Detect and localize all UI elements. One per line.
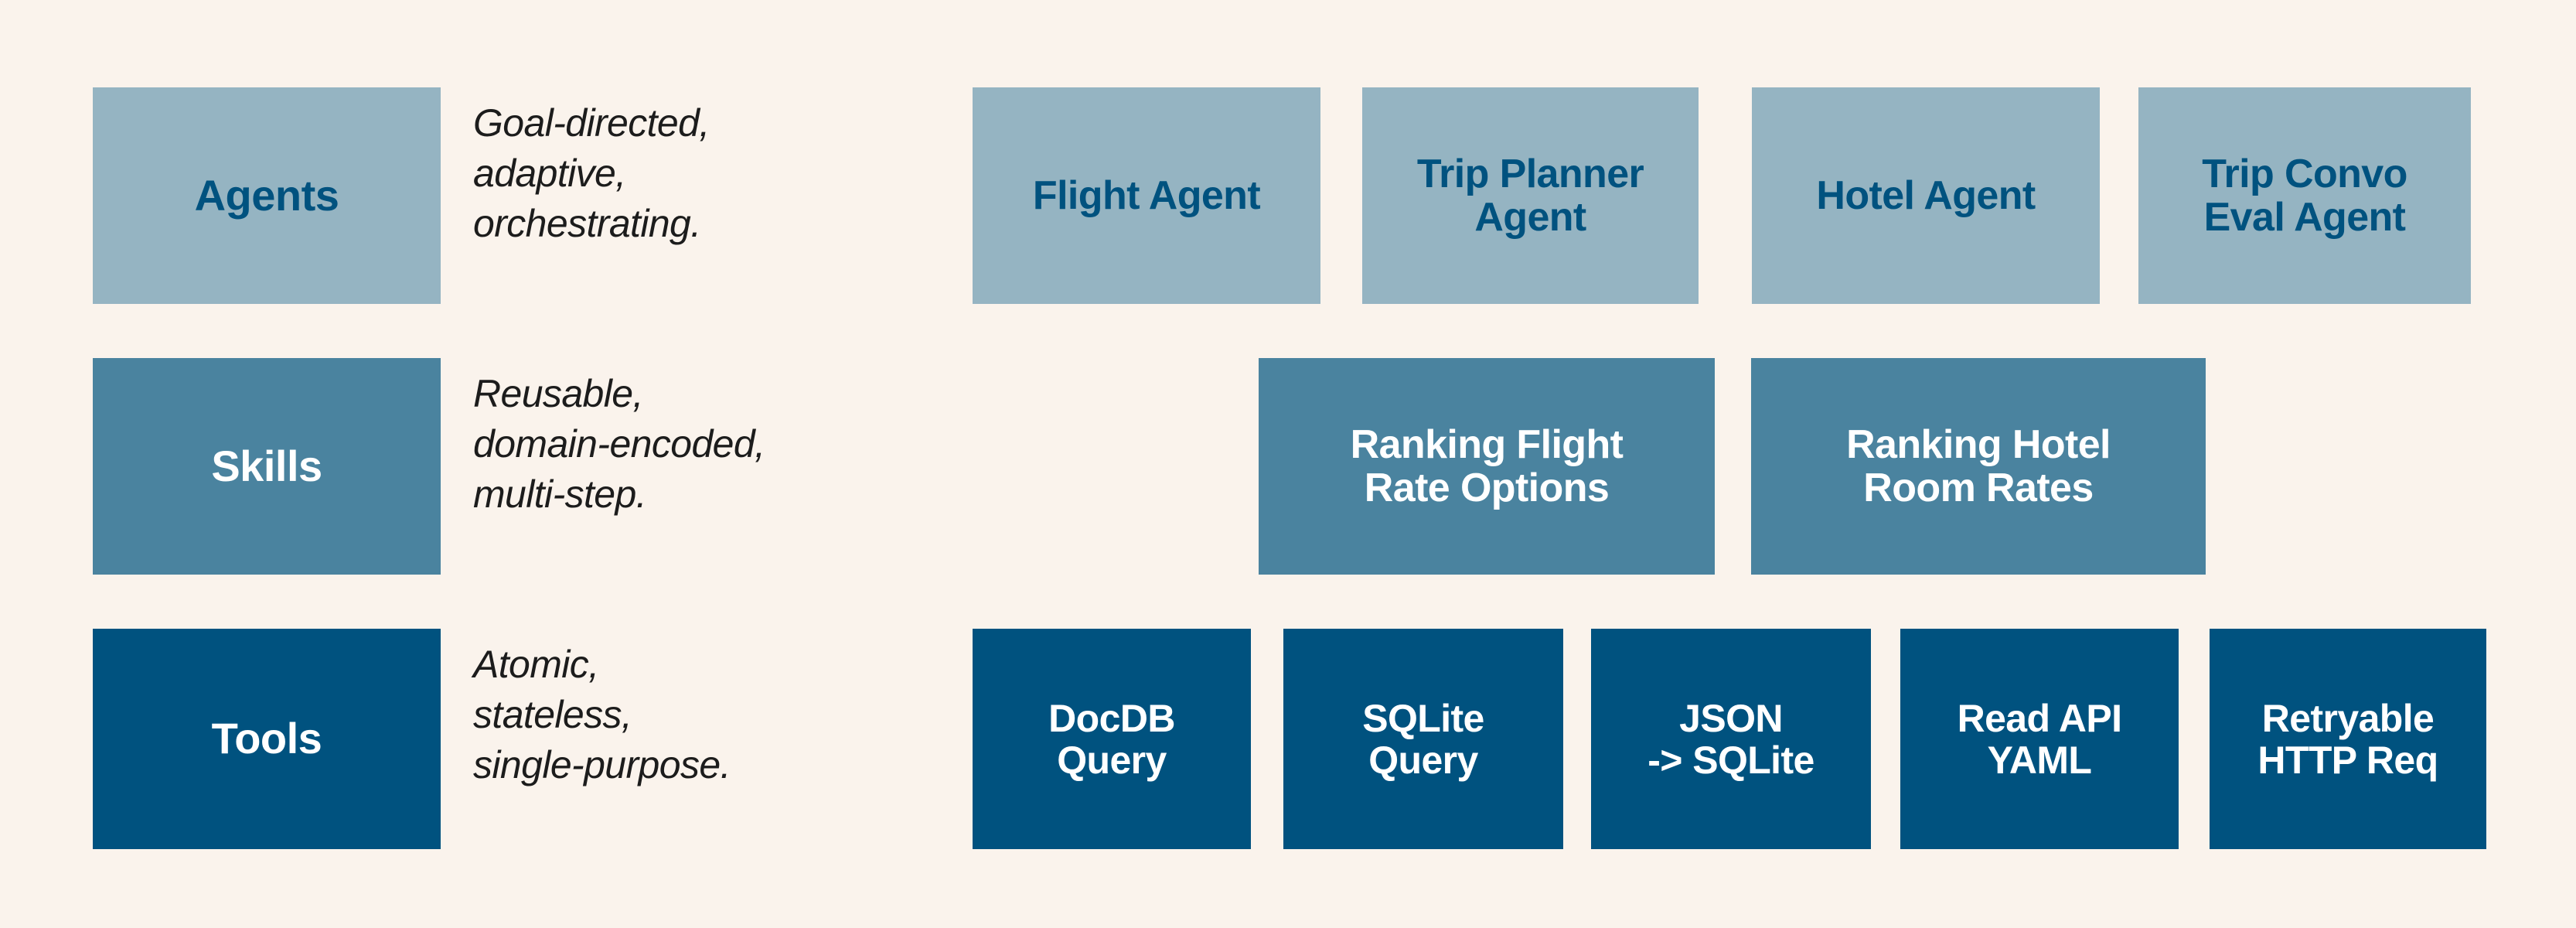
tool-node-read-api-yaml[interactable]: Read API YAML [1900,629,2179,849]
legend-description-agents: Goal-directed, adaptive, orchestrating. [473,101,710,245]
legend-chip-agents: Agents [93,87,441,304]
legend-chip-tools: Tools [93,629,441,849]
agent-node-trip-convo-eval-agent[interactable]: Trip Convo Eval Agent [2138,87,2471,304]
legend-row-agents: Agents Goal-directed, adaptive, orchestr… [93,87,710,304]
tool-node-json-to-sqlite[interactable]: JSON -> SQLite [1591,629,1871,849]
legend-description-tools: Atomic, stateless, single-purpose. [473,643,731,786]
tool-node-retryable-http-req[interactable]: Retryable HTTP Req [2210,629,2486,849]
tool-node-docdb-query[interactable]: DocDB Query [973,629,1251,849]
legend-row-skills: Skills Reusable, domain-encoded, multi-s… [93,358,765,575]
agent-node-flight-agent[interactable]: Flight Agent [973,87,1320,304]
legend-chip-skills: Skills [93,358,441,575]
legend-description-skills: Reusable, domain-encoded, multi-step. [473,372,765,516]
agent-node-trip-planner-agent[interactable]: Trip Planner Agent [1362,87,1699,304]
agent-node-hotel-agent[interactable]: Hotel Agent [1752,87,2100,304]
tool-node-sqlite-query[interactable]: SQLite Query [1283,629,1563,849]
legend-row-tools: Tools Atomic, stateless, single-purpose. [93,629,731,849]
skill-node-ranking-flight-rate-options[interactable]: Ranking Flight Rate Options [1259,358,1715,575]
skill-node-ranking-hotel-room-rates[interactable]: Ranking Hotel Room Rates [1751,358,2206,575]
